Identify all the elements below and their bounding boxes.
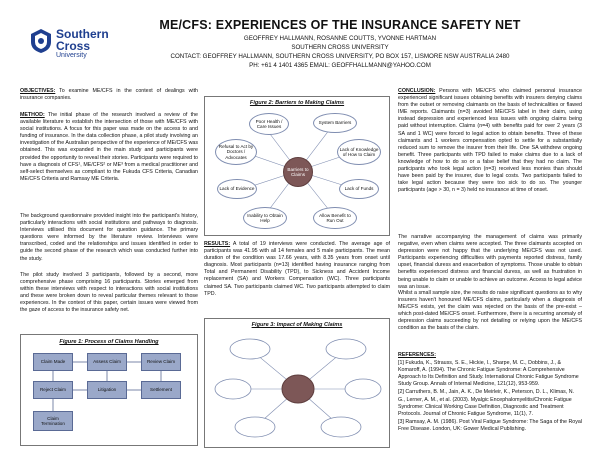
method-p2-block: The background questionnaire provided in… — [20, 213, 198, 263]
reference-item: [1] Fukuda, K., Strauss, S. E., Hickie, … — [398, 360, 579, 388]
fig2-node-lack-of-evidence: Lack of Evidence — [217, 179, 257, 199]
university-logo: Southern Cross University — [30, 26, 140, 66]
poster-title: ME/CFS: EXPERIENCES OF THE INSURANCE SAF… — [159, 18, 521, 32]
affiliation: SOUTHERN CROSS UNIVERSITY — [291, 44, 389, 51]
fig2-node-allow-benefit: Allow Benefit to Run Out — [313, 207, 357, 229]
conclusion-p3: Whilst a small sample size, the results … — [398, 290, 582, 332]
fig1-node-claim-made: Claim Made — [33, 353, 73, 371]
authors: GEOFFREY HALLMANN, ROSANNE COUTTS, YVONN… — [243, 35, 437, 42]
title-block: ME/CFS: EXPERIENCES OF THE INSURANCE SAF… — [140, 18, 540, 69]
figure-3: Figure 3: Impact of Making Claims — [204, 318, 390, 448]
logo-name: Southern Cross — [56, 27, 109, 53]
conclusion-section: CONCLUSION: Persons with ME/CFS who clai… — [398, 88, 582, 194]
figure-2: Figure 2: Barriers to Making Claims Barr… — [204, 96, 390, 236]
objectives-section: OBJECTIVES: To examine ME/CFS in the con… — [20, 88, 198, 102]
reference-item: [2] Carruthers, B. M., Jain, A. K., De M… — [398, 389, 575, 417]
conclusion-p2: The narrative accompanying the managemen… — [398, 234, 582, 290]
fig2-center: Barriers to Claims — [283, 157, 313, 187]
conclusion-p3-block: Whilst a small sample size, the results … — [398, 290, 582, 333]
reference-item: [3] Ramsay, A. M. (1986). Post Viral Fat… — [398, 418, 583, 432]
objectives-heading: OBJECTIVES: — [20, 88, 56, 94]
method-section: METHOD: The initial phase of the researc… — [20, 112, 198, 183]
conclusion-heading: CONCLUSION: — [398, 88, 436, 94]
contact-address: CONTACT: GEOFFREY HALLMANN, SOUTHERN CRO… — [170, 53, 510, 60]
fig2-node-lack-of-funds: Lack of Funds — [339, 179, 379, 199]
conclusion-p2-block: The narrative accompanying the managemen… — [398, 234, 582, 291]
fig1-node-review-claim: Review Claim — [141, 353, 181, 371]
figure-1: Figure 1: Process of Claims Handling Cla… — [20, 334, 198, 446]
fig1-node-claim-termination: Claim Termination — [33, 411, 73, 431]
figure-3-title: Figure 3: Impact of Making Claims — [251, 322, 343, 328]
figure-1-title: Figure 1: Process of Claims Handling — [59, 339, 159, 345]
method-p3-block: The pilot study involved 3 participants,… — [20, 272, 198, 315]
fig2-node-system-barriers: System Barriers — [313, 113, 357, 133]
logo-sub: University — [56, 52, 87, 59]
fig1-node-litigation: Litigation — [87, 381, 127, 399]
method-heading: METHOD: — [20, 112, 45, 118]
fig1-node-assess-claim: Assess Claim — [87, 353, 127, 371]
references-section: REFERENCES: [1] Fukuda, K., Strauss, S. … — [398, 352, 582, 433]
method-p1: The initial phase of the research involv… — [20, 112, 198, 182]
figure-3-diagram — [214, 338, 382, 438]
fig2-node-poor-health: Poor Health / Care Issues — [249, 113, 289, 135]
fig2-node-inability-to-obtain-help: Inability to Obtain Help — [243, 207, 287, 229]
fig1-node-settlement: Settlement — [141, 381, 181, 399]
method-p2: The background questionnaire provided in… — [20, 213, 198, 262]
results-heading: RESULTS: — [204, 241, 231, 247]
results-section: RESULTS: A total of 19 interviews were c… — [204, 241, 390, 298]
figure-2-title: Figure 2: Barriers to Making Claims — [249, 100, 345, 106]
objectives-text: To examine ME/CFS in the context of deal… — [20, 88, 198, 102]
poster-header: Southern Cross University ME/CFS: EXPERI… — [0, 0, 600, 82]
references-heading: REFERENCES: — [398, 352, 436, 358]
university-logo-mark-icon — [31, 29, 51, 53]
results-text: A total of 19 interviews were conducted.… — [204, 241, 390, 297]
contact-phone-email: PH: +61 4 1401 4365 EMAIL: GEOFFHALLMANN… — [249, 62, 431, 69]
figure-1-arrows — [52, 361, 162, 411]
fig2-node-refusal-to-act: Refusal to Act by Doctors / Advocates — [215, 139, 257, 165]
fig1-node-reject-claim: Reject Claim — [33, 381, 73, 399]
fig2-node-lack-of-knowledge: Lack of Knowledge of How to Claim — [337, 139, 381, 165]
method-p3: The pilot study involved 3 participants,… — [20, 272, 198, 314]
conclusion-p1: Persons with ME/CFS who claimed personal… — [398, 88, 582, 194]
